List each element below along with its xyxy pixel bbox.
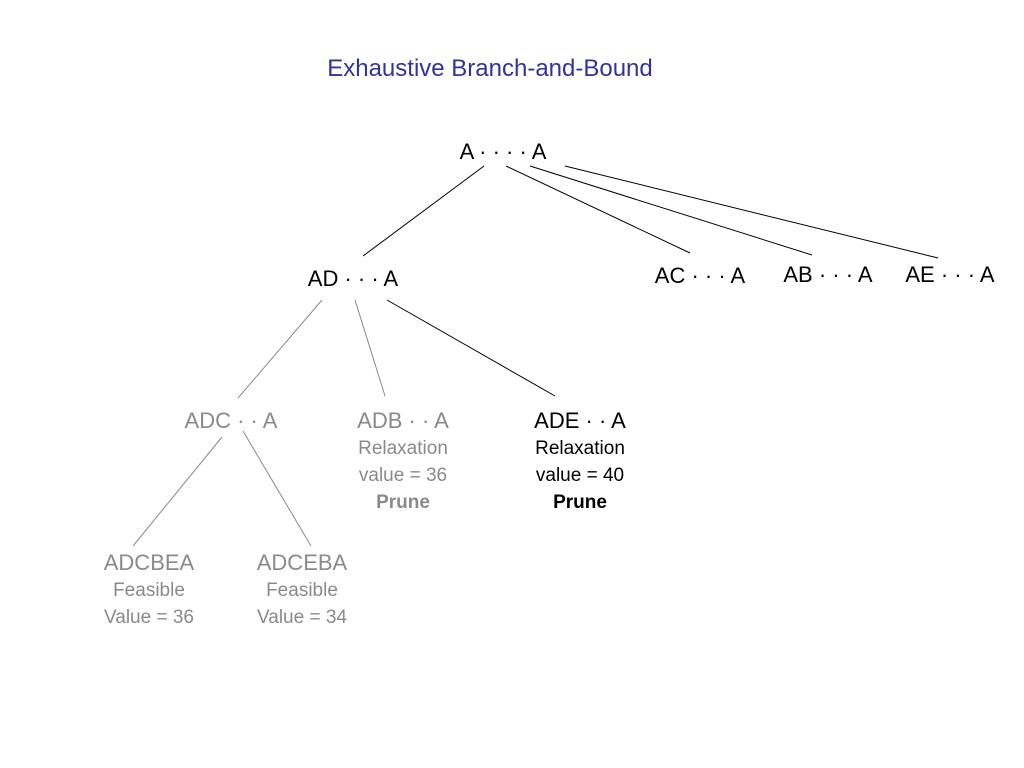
edge-ad-adb: [354, 299, 386, 397]
node-adc-label: ADC · · A: [184, 408, 278, 433]
node-ade: ADE · · A Relaxation value = 40 Prune: [520, 407, 640, 516]
node-root: A · · · · A: [443, 138, 563, 166]
edge-adc-adceba: [242, 430, 312, 547]
node-ac: AC · · · A: [640, 262, 760, 290]
node-ade-value: value = 40: [535, 465, 625, 486]
node-adb-relaxation: Relaxation: [358, 438, 448, 459]
node-ae-label: AE · · · A: [905, 262, 995, 287]
node-adcbea: ADCBEA Feasible Value = 36: [89, 549, 209, 631]
node-ade-relaxation: Relaxation: [535, 438, 625, 459]
node-adcbea-value: Value = 36: [104, 607, 194, 628]
node-ad-label: AD · · · A: [307, 266, 399, 291]
node-ab-label: AB · · · A: [783, 262, 873, 287]
edge-root-ab: [529, 165, 813, 256]
node-root-label: A · · · · A: [459, 139, 547, 164]
edge-root-ac: [505, 165, 691, 254]
edge-ad-adc: [237, 299, 323, 399]
node-adceba-value: Value = 34: [257, 607, 347, 628]
node-adceba-feasible: Feasible: [266, 580, 338, 601]
node-ade-status: Prune: [553, 492, 607, 513]
edge-adc-adcbea: [132, 436, 223, 547]
node-ac-label: AC · · · A: [654, 263, 746, 288]
edge-root-ad: [362, 165, 485, 257]
diagram-title: Exhaustive Branch-and-Bound: [327, 55, 653, 82]
node-ae: AE · · · A: [890, 261, 1010, 289]
node-adc: ADC · · A: [171, 407, 291, 435]
node-adb-label: ADB · · A: [357, 408, 449, 433]
node-adceba: ADCEBA Feasible Value = 34: [242, 549, 362, 631]
node-ad: AD · · · A: [293, 265, 413, 293]
node-ab: AB · · · A: [768, 261, 888, 289]
node-adcbea-feasible: Feasible: [113, 580, 185, 601]
edge-root-ae: [564, 165, 939, 259]
edge-ad-ade: [386, 299, 556, 397]
node-ade-label: ADE · · A: [534, 408, 626, 433]
node-adceba-label: ADCEBA: [256, 550, 348, 575]
node-adb-status: Prune: [376, 492, 430, 513]
node-adcbea-label: ADCBEA: [103, 550, 195, 575]
node-adb-value: value = 36: [358, 465, 448, 486]
node-adb: ADB · · A Relaxation value = 36 Prune: [343, 407, 463, 516]
